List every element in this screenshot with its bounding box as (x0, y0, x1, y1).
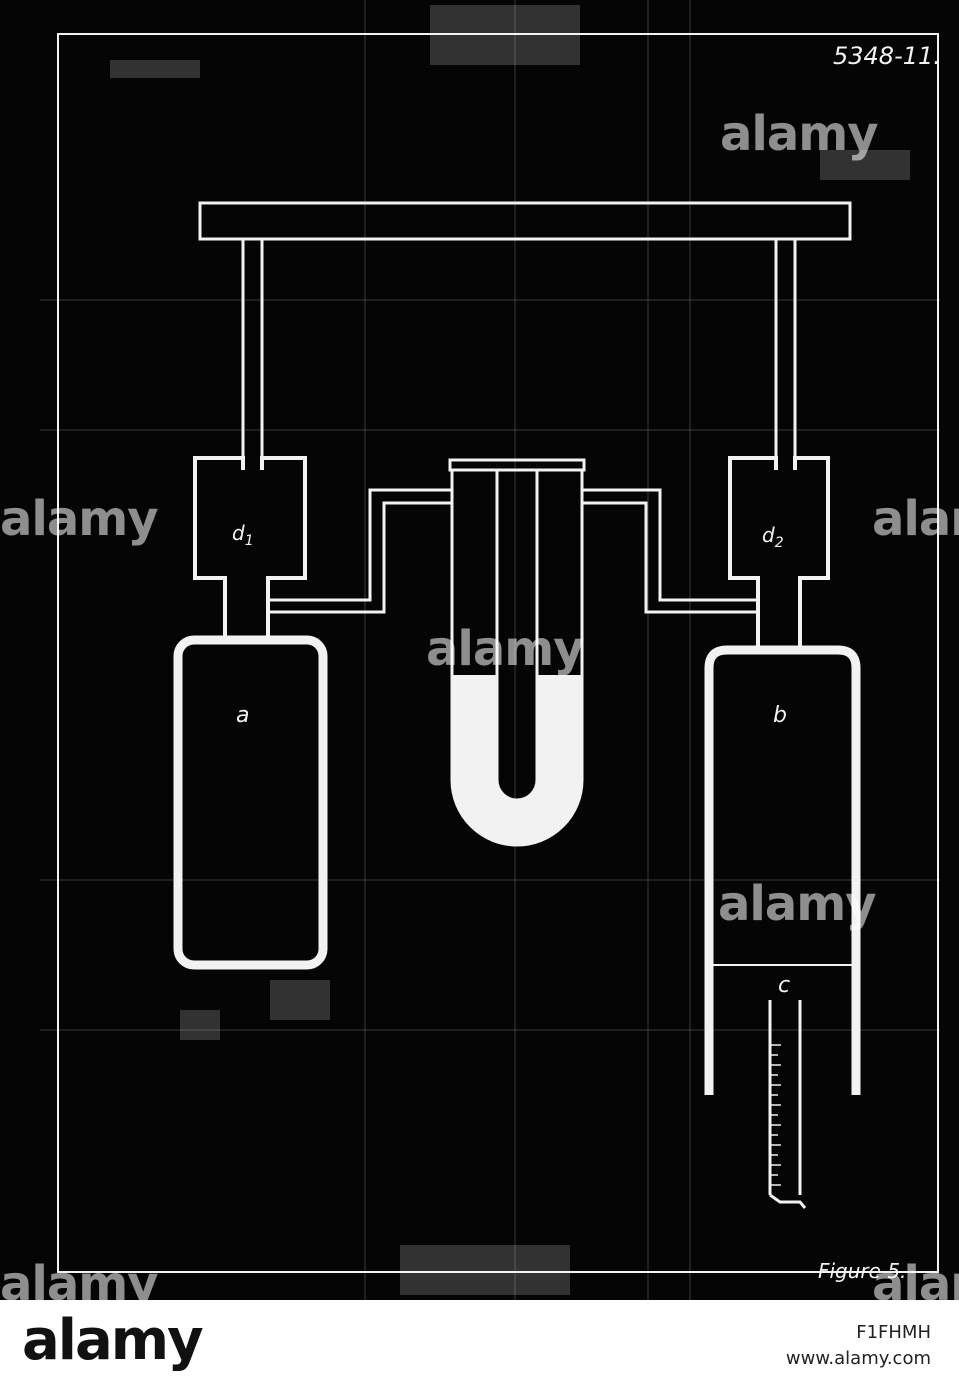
svg-text:alamy: alamy (0, 1256, 158, 1300)
background-grid (40, 0, 940, 1300)
svg-text:alamy: alamy (720, 106, 878, 162)
watermark-overlay: alamy alamy alamy alamy alamy alamy alam… (0, 106, 959, 1300)
plate-number: 5348-11. (833, 42, 941, 70)
right-connecting-pipe (582, 488, 758, 614)
figure-label: Figure 5. (818, 1259, 906, 1283)
vessel-a (173, 635, 328, 970)
cup-d1 (193, 456, 307, 640)
svg-text:alamy: alamy (0, 491, 158, 547)
svg-text:alamy: alamy (872, 1256, 959, 1300)
support-beam (198, 201, 852, 241)
speckle-noise (110, 5, 910, 1295)
apparatus-diagram: d1 d2 a b c 5348-11. Figure 5. alamy ala… (0, 0, 959, 1300)
svg-text:alamy: alamy (426, 621, 584, 677)
label-c: c (778, 973, 790, 998)
u-tube-cap (448, 458, 586, 472)
u-tube-outline (450, 470, 584, 847)
cup-d2 (728, 456, 830, 650)
footer-logo: alamy (22, 1308, 204, 1373)
footer-url: www.alamy.com (785, 1348, 931, 1369)
drawing-border (57, 33, 939, 1273)
right-rod (774, 239, 797, 470)
u-tube-manometer (448, 458, 586, 847)
technical-drawing-plate: d1 d2 a b c 5348-11. Figure 5. alamy ala… (0, 0, 959, 1300)
label-b: b (773, 703, 787, 728)
u-tube-fluid (452, 675, 582, 845)
svg-text:alamy: alamy (718, 876, 876, 932)
left-rod (241, 239, 264, 470)
stock-footer-bar: alamy F1FHMH www.alamy.com (0, 1300, 959, 1390)
label-d1: d1 (232, 521, 254, 549)
label-a: a (236, 703, 249, 728)
vessel-b (704, 645, 861, 1095)
graduated-tube-c (768, 1000, 807, 1209)
image-id: F1FHMH (856, 1322, 931, 1343)
graduation-marks (770, 1044, 781, 1186)
left-connecting-pipe (268, 488, 452, 614)
svg-text:alamy: alamy (872, 491, 959, 547)
label-d2: d2 (762, 523, 784, 551)
